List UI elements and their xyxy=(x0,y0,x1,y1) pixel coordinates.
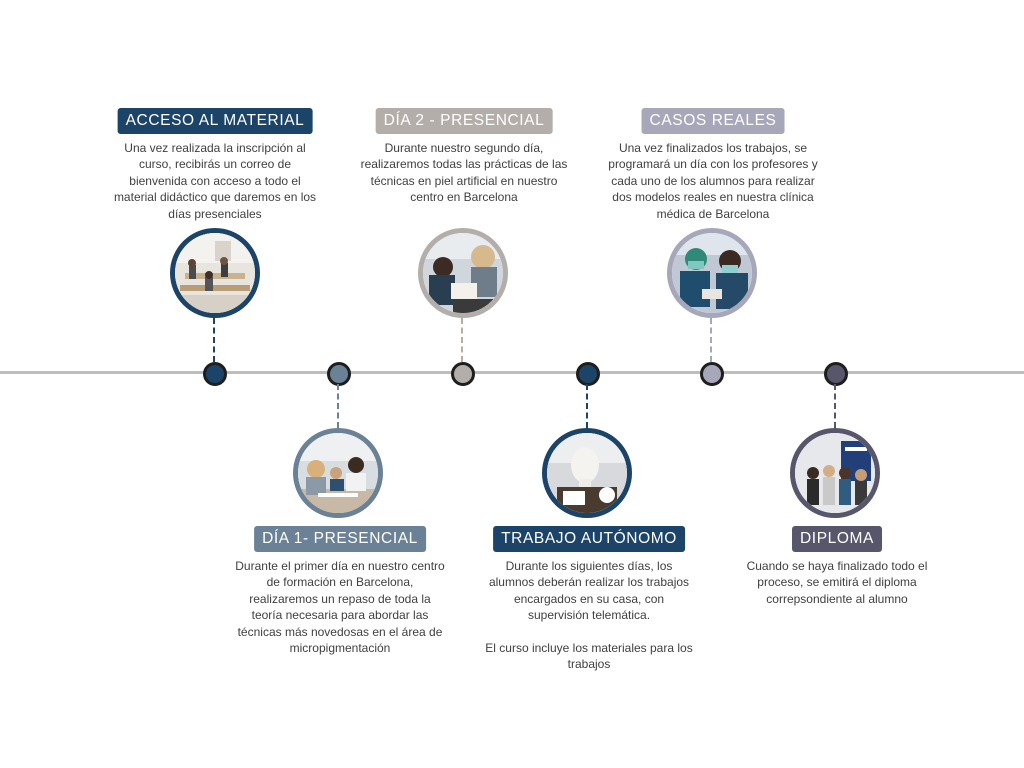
step-5-photo xyxy=(667,228,757,318)
step-2-title: DÍA 1- PRESENCIAL xyxy=(254,526,426,552)
timeline-line xyxy=(0,371,1024,374)
step-3-node xyxy=(451,362,475,386)
step-3-connector xyxy=(461,318,463,362)
step-5-node xyxy=(700,362,724,386)
step-4-title: TRABAJO AUTÓNOMO xyxy=(493,526,685,552)
step-4-photo xyxy=(542,428,632,518)
step-6-connector xyxy=(834,384,836,428)
step-1-connector xyxy=(213,318,215,362)
step-2-photo xyxy=(293,428,383,518)
step-6-title: DIPLOMA xyxy=(792,526,882,552)
step-2-node xyxy=(327,362,351,386)
step-5-description: Una vez finalizados los trabajos, se pro… xyxy=(608,141,818,221)
step-6-photo xyxy=(790,428,880,518)
step-1-title: ACCESO AL MATERIAL xyxy=(117,108,313,134)
step-4-description: Durante los siguientes días, los alumnos… xyxy=(485,559,693,672)
step-3-photo xyxy=(418,228,508,318)
step-4-node xyxy=(576,362,600,386)
step-1-description: Una vez realizada la inscripción al curs… xyxy=(113,141,317,221)
step-1-photo xyxy=(170,228,260,318)
step-3-description: Durante nuestro segundo día, realizaremo… xyxy=(360,141,568,205)
step-2-connector xyxy=(337,384,339,428)
step-5-title: CASOS REALES xyxy=(641,108,785,134)
step-2-description: Durante el primer día en nuestro centro … xyxy=(235,559,445,656)
step-6-description: Cuando se haya finalizado todo el proces… xyxy=(746,559,928,606)
step-6-node xyxy=(824,362,848,386)
step-4-connector xyxy=(586,384,588,428)
step-3-title: DÍA 2 - PRESENCIAL xyxy=(375,108,553,134)
step-1-node xyxy=(203,362,227,386)
step-5-connector xyxy=(710,318,712,362)
